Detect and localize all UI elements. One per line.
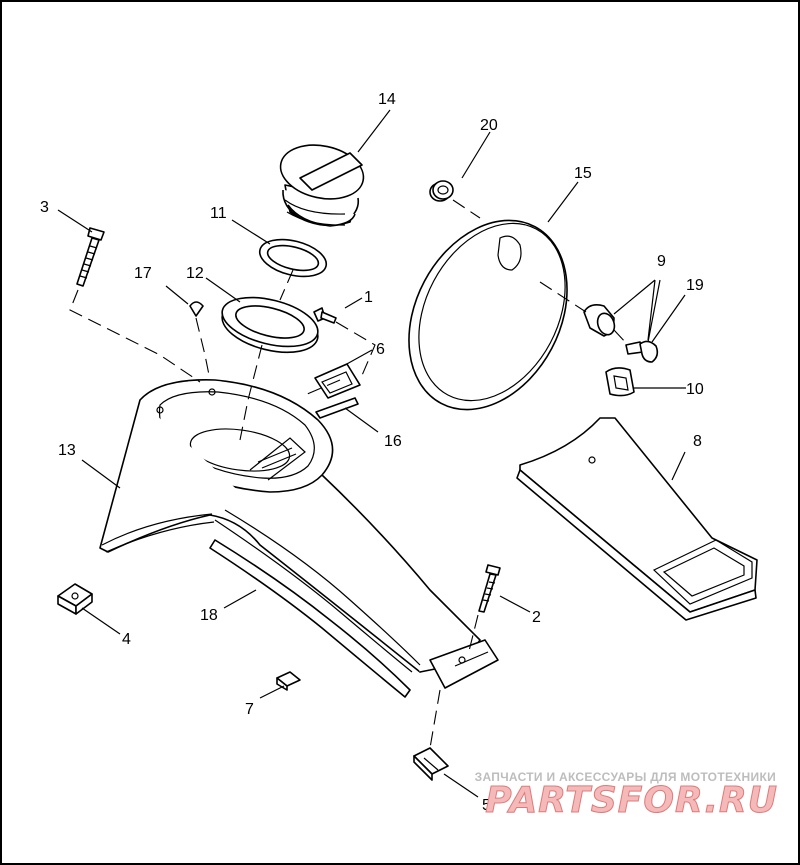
callout-9: 9 <box>657 253 666 270</box>
part-17-plug <box>189 301 204 317</box>
part-10-cover <box>605 367 635 397</box>
part-9-lock <box>583 304 616 337</box>
part-19-key <box>625 340 659 363</box>
callout-4: 4 <box>122 631 131 648</box>
callout-labels: 1 2 3 4 5 6 7 8 9 10 11 12 13 14 15 16 1… <box>40 91 704 814</box>
callout-3: 3 <box>40 199 49 216</box>
watermark: ЗАПЧАСТИ И АКСЕССУАРЫ ДЛЯ МОТОТЕХНИКИ PA… <box>475 770 778 822</box>
callout-19: 19 <box>686 277 704 294</box>
watermark-brand: PARTSFOR.RU <box>485 780 778 821</box>
assembly-lines <box>69 199 629 749</box>
part-8-pad <box>516 417 758 621</box>
callout-1: 1 <box>364 289 373 306</box>
callout-16: 16 <box>384 433 402 450</box>
callout-13: 13 <box>58 442 76 459</box>
part-11-gasket <box>258 238 328 278</box>
part-3-screw <box>76 227 105 287</box>
callout-20: 20 <box>480 117 498 134</box>
callout-2: 2 <box>532 609 541 626</box>
part-14-filler-cap <box>279 144 365 227</box>
leader-lines <box>57 109 686 798</box>
callout-10: 10 <box>686 381 704 398</box>
part-16-pin <box>315 397 359 419</box>
part-20-grommet <box>429 180 454 202</box>
callout-11: 11 <box>210 205 227 222</box>
watermark-tagline: ЗАПЧАСТИ И АКСЕССУАРЫ ДЛЯ МОТОТЕХНИКИ <box>475 770 776 784</box>
callout-8: 8 <box>693 433 702 450</box>
part-12-filler-ring <box>221 296 319 354</box>
callout-14: 14 <box>378 91 396 108</box>
part-4-clip <box>57 583 93 615</box>
part-13-18-console <box>99 379 499 698</box>
callout-17: 17 <box>134 265 152 282</box>
part-7-clip <box>276 671 301 691</box>
callout-5: 5 <box>482 797 491 814</box>
callout-15: 15 <box>574 165 592 182</box>
part-15-panel <box>408 219 568 411</box>
part-5-clip <box>413 747 449 781</box>
callout-12: 12 <box>186 265 204 282</box>
part-1-bolt <box>313 307 337 324</box>
callout-6: 6 <box>376 341 385 358</box>
callout-18: 18 <box>200 607 218 624</box>
part-2-screw <box>478 564 501 613</box>
callout-7: 7 <box>245 701 254 718</box>
